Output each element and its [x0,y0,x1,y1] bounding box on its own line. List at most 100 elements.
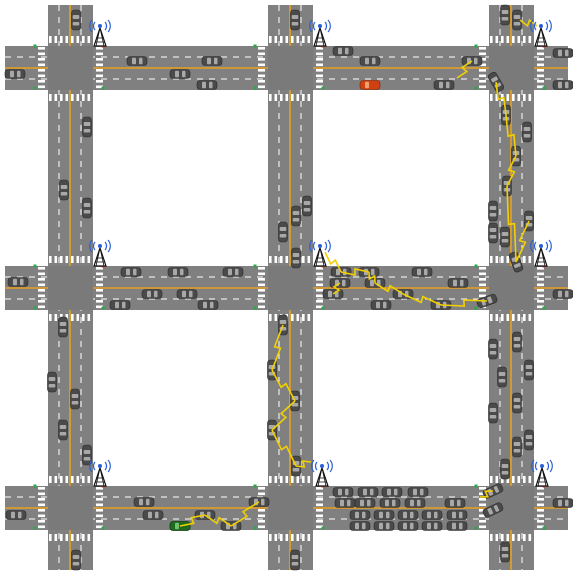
crosswalk-stripe [77,256,80,263]
crosswalk-stripe [297,36,300,43]
crosswalk-stripe [286,94,289,101]
crosswalk-stripe [88,534,91,541]
car-icon [489,223,498,243]
crosswalk-stripe [316,273,323,276]
traffic-light-icon [475,485,478,488]
crosswalk-stripe [479,289,486,292]
car-icon [6,511,26,520]
traffic-light-icon [254,87,257,90]
crosswalk-stripe [38,498,45,501]
crosswalk-stripe [490,36,493,43]
crosswalk-stripe [316,53,323,56]
crosswalk-stripe [77,94,80,101]
crosswalk-stripe [258,86,265,89]
crosswalk-stripe [479,520,486,523]
traffic-light-icon [102,307,105,310]
crosswalk-stripe [537,493,544,496]
crosswalk-stripe [66,256,69,263]
crosswalk-stripe [286,534,289,541]
crosswalk-stripe [38,80,45,83]
car-icon [59,317,68,337]
crosswalk-stripe [275,94,278,101]
car-icon [168,268,188,277]
crosswalk-stripe [269,476,272,483]
crosswalk-stripe [291,36,294,43]
traffic-light-icon [34,265,37,268]
crosswalk-stripe [490,256,493,263]
crosswalk-stripe [88,94,91,101]
crosswalk-stripe [258,69,265,72]
crosswalk-stripe [286,256,289,263]
car-icon [422,522,442,531]
crosswalk-stripe [38,75,45,78]
crosswalk-stripe [55,36,58,43]
crosswalk-stripe [537,278,544,281]
crosswalk-stripe [96,300,103,303]
car-icon [143,511,163,520]
crosswalk-stripe [280,94,283,101]
car-icon [198,301,218,310]
crosswalk-stripe [496,36,499,43]
crosswalk-stripe [302,94,305,101]
traffic-light-icon [322,527,325,530]
crosswalk-stripe [529,534,532,541]
crosswalk-stripe [49,94,52,101]
car-icon [447,511,467,520]
car-icon [59,420,68,440]
car-icon [202,57,222,66]
crosswalk-stripe [258,526,265,529]
traffic-light-icon [322,307,325,310]
crosswalk-stripe [38,267,45,270]
crosswalk-stripe [82,94,85,101]
crosswalk-stripe [537,498,544,501]
crosswalk-stripe [501,534,504,541]
crosswalk-stripe [529,36,532,43]
crosswalk-stripe [96,53,103,56]
car-icon [501,227,510,247]
crosswalk-stripe [55,476,58,483]
crosswalk-stripe [55,94,58,101]
crosswalk-stripe [302,476,305,483]
car-icon [72,10,81,30]
crosswalk-stripe [316,289,323,292]
traffic-light-icon [475,45,478,48]
crosswalk-stripe [96,80,103,83]
crosswalk-stripe [60,36,63,43]
car-icon [498,367,507,387]
crosswalk-stripe [507,256,510,263]
traffic-light-icon [34,307,37,310]
crosswalk-stripe [258,80,265,83]
car-icon [422,511,442,520]
crosswalk-stripe [496,534,499,541]
car-icon [350,511,370,520]
crosswalk-stripe [88,256,91,263]
traffic-light-icon [102,527,105,530]
crosswalk-stripe [537,69,544,72]
crosswalk-stripe [302,314,305,321]
crosswalk-stripe [507,534,510,541]
crosswalk-stripe [316,493,323,496]
traffic-light-icon [475,265,478,268]
traffic-light-icon [254,485,257,488]
crosswalk-stripe [537,515,544,518]
car-icon [279,222,288,242]
car-icon [448,279,468,288]
crosswalk-stripe [490,476,493,483]
car-icon [382,488,402,497]
traffic-light-icon [543,307,546,310]
crosswalk-stripe [269,36,272,43]
crosswalk-stripe [88,476,91,483]
crosswalk-stripe [512,94,515,101]
car-icon [553,290,573,299]
crosswalk-stripe [523,314,526,321]
crosswalk-stripe [512,534,515,541]
car-icon [489,201,498,221]
crosswalk-stripe [88,36,91,43]
traffic-light-icon [34,485,37,488]
crosswalk-stripe [297,94,300,101]
crosswalk-stripe [60,534,63,541]
crosswalk-stripe [38,53,45,56]
car-icon [291,550,300,570]
crosswalk-stripe [496,314,499,321]
car-icon [405,499,425,508]
